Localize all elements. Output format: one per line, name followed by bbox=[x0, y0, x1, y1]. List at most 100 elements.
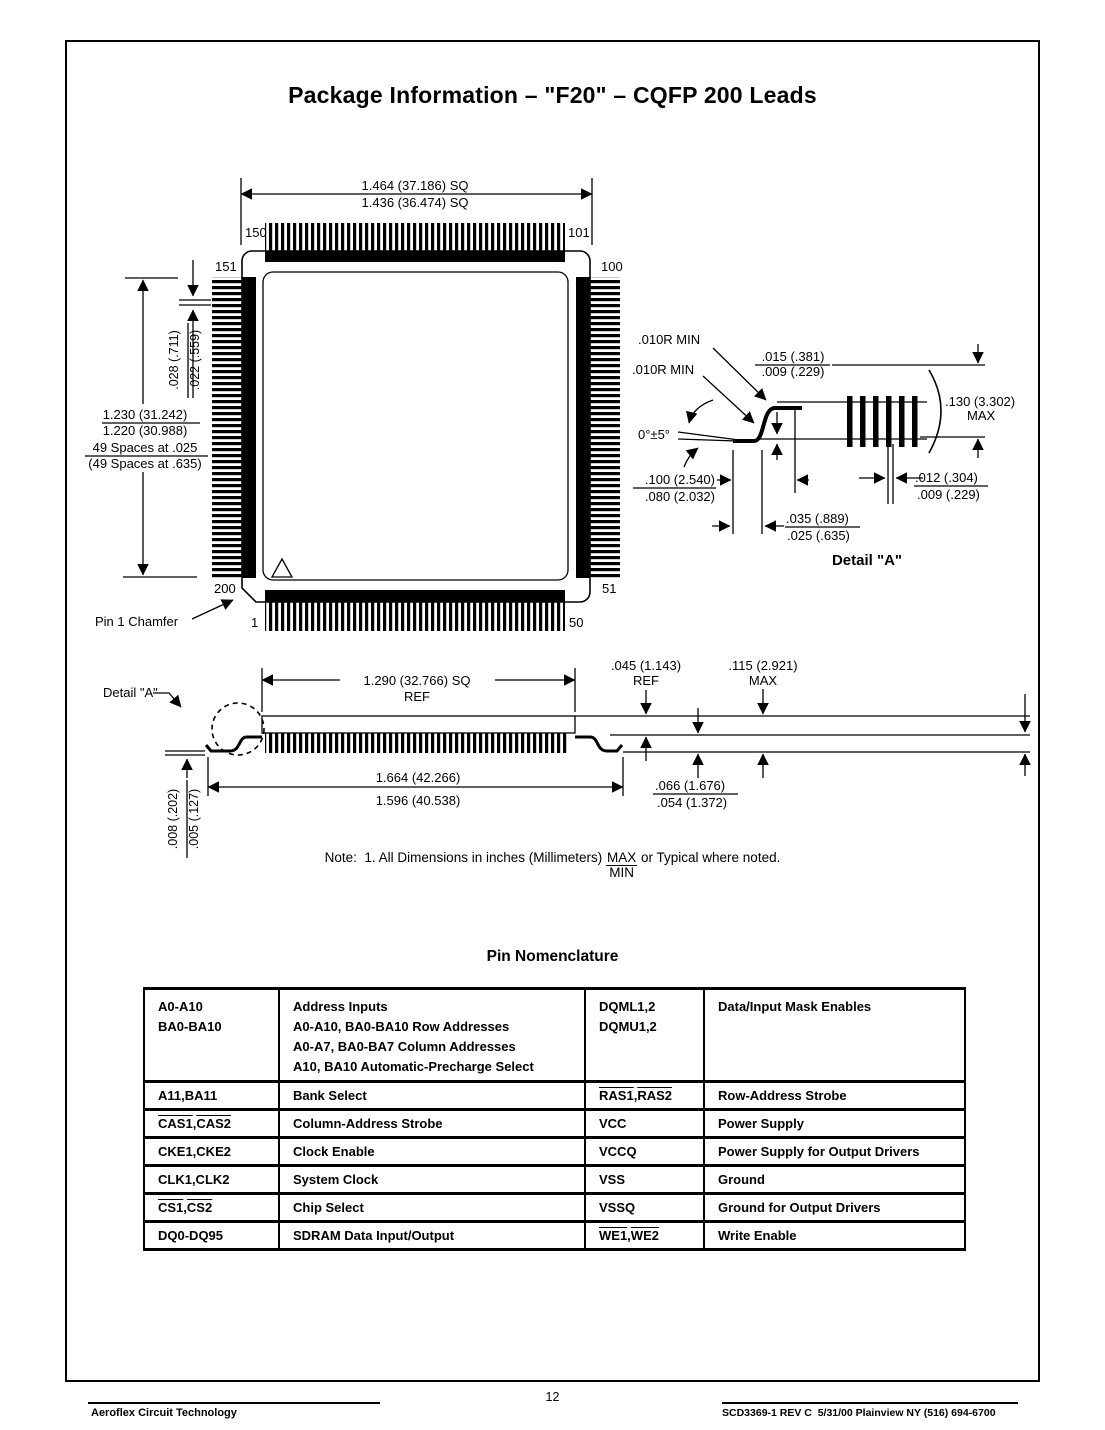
table-cell: Power Supply bbox=[703, 1108, 966, 1139]
footer-rule-right bbox=[722, 1402, 1018, 1404]
dimension-note: Note: 1. All Dimensions in inches (Milli… bbox=[0, 850, 1105, 880]
dim-left-spaces: 49 Spaces at .025 bbox=[93, 440, 198, 455]
table-cell: Ground for Output Drivers bbox=[703, 1192, 966, 1223]
detail-a-zone-circle bbox=[211, 702, 265, 756]
dim-lead-h-max: .066 (1.676) bbox=[655, 778, 725, 793]
pin-num-101: 101 bbox=[568, 225, 590, 240]
pin-table-title: Pin Nomenclature bbox=[486, 948, 619, 965]
table-cell: VCC bbox=[584, 1108, 705, 1139]
body-edge-arc bbox=[928, 369, 942, 454]
seal-hatch bbox=[847, 396, 918, 447]
dim-span-max: 1.664 (42.266) bbox=[376, 770, 461, 785]
side-view: Detail "A" 1.290 (32.766) SQ REF .045 (1… bbox=[103, 658, 1031, 858]
lead-comb-bottom bbox=[265, 602, 565, 631]
dim-foot-max: .100 (2.540) bbox=[645, 472, 715, 487]
dim-bend-min: .025 (.635) bbox=[787, 528, 850, 543]
pin-num-50: 50 bbox=[569, 615, 583, 630]
note-max: MAX bbox=[605, 850, 638, 866]
table-cell: SDRAM Data Input/Output bbox=[278, 1220, 586, 1251]
table-cell: Write Enable bbox=[703, 1220, 966, 1251]
dim-lead-w-max: .012 (.304) bbox=[915, 470, 978, 485]
pin-num-151: 151 bbox=[215, 259, 237, 274]
pin-num-1: 1 bbox=[251, 615, 258, 630]
table-cell: Data/Input Mask Enables bbox=[703, 987, 966, 1083]
pin-num-100: 100 bbox=[601, 259, 623, 274]
dim-stand-min: .005 (.127) bbox=[187, 789, 201, 849]
lead-comb-right bbox=[590, 277, 620, 578]
dim-foot-min: .080 (2.032) bbox=[645, 489, 715, 504]
dim-height-max: .130 (3.302) bbox=[945, 394, 1015, 409]
page-number: 12 bbox=[545, 1390, 560, 1404]
footer-doc-id: SCD3369-1 REV C 5/31/00 Plainview NY (51… bbox=[722, 1407, 996, 1419]
page-border bbox=[65, 40, 1040, 1382]
dim-bend-max: .035 (.889) bbox=[786, 511, 849, 526]
note-suffix: or Typical where noted. bbox=[637, 850, 781, 865]
note-prefix: Note: 1. All Dimensions in inches (Milli… bbox=[324, 850, 606, 865]
body-cap bbox=[261, 715, 576, 734]
dim-left-min: 1.220 (30.988) bbox=[103, 423, 188, 438]
lead-comb-left bbox=[212, 277, 242, 578]
table-cell: VSSQ bbox=[584, 1192, 705, 1223]
package-drawing: 1.464 (37.186) SQ 1.436 (36.474) SQ 150 … bbox=[85, 178, 1031, 858]
right-lead bbox=[575, 735, 624, 753]
table-cell: Clock Enable bbox=[278, 1136, 586, 1167]
dim-pitch-min: .022 (.559) bbox=[188, 330, 202, 390]
lead-comb-top bbox=[265, 223, 565, 251]
table-cell: Power Supply for Output Drivers bbox=[703, 1136, 966, 1167]
dim-pitch-max: .028 (.711) bbox=[167, 330, 181, 390]
table-cell: Bank Select bbox=[278, 1080, 586, 1111]
dim-stand-max: .008 (.202) bbox=[166, 789, 180, 849]
note-min: MIN bbox=[609, 865, 634, 881]
top-view: 1.464 (37.186) SQ 1.436 (36.474) SQ 150 … bbox=[85, 178, 623, 631]
table-cell: DQ0-DQ95 bbox=[143, 1220, 280, 1251]
left-lead bbox=[204, 735, 262, 753]
pin-num-150: 150 bbox=[245, 225, 267, 240]
footer-company: Aeroflex Circuit Technology bbox=[91, 1407, 237, 1419]
table-cell: CAS1,CAS2 bbox=[143, 1108, 280, 1139]
dim-lead-thick-min: .009 (.229) bbox=[762, 364, 825, 379]
table-cell: VSS bbox=[584, 1164, 705, 1195]
dim-left-max: 1.230 (31.242) bbox=[103, 407, 188, 422]
dim-pkg-height: .115 (2.921) bbox=[728, 658, 797, 673]
pin-num-200: 200 bbox=[214, 581, 236, 596]
dim-angle: 0°±5° bbox=[638, 427, 670, 442]
lid-outline bbox=[262, 271, 569, 581]
dim-standoff: .045 (1.143) bbox=[611, 658, 681, 673]
dim-body-min: 1.436 (36.474) SQ bbox=[362, 195, 469, 210]
pin1-triangle-mark bbox=[270, 557, 294, 578]
dim-lead-w-min: .009 (.229) bbox=[917, 487, 980, 502]
table-cell: CS1,CS2 bbox=[143, 1192, 280, 1223]
table-cell: Row-Address Strobe bbox=[703, 1080, 966, 1111]
table-cell: WE1,WE2 bbox=[584, 1220, 705, 1251]
table-cell: A11,BA11 bbox=[143, 1080, 280, 1111]
detail-a-caption: Detail "A" bbox=[832, 552, 902, 569]
package-outline bbox=[241, 250, 591, 603]
table-cell: VCCQ bbox=[584, 1136, 705, 1167]
table-cell: RAS1,RAS2 bbox=[584, 1080, 705, 1111]
dim-lid-sq: 1.290 (32.766) SQ bbox=[364, 673, 471, 688]
pin-num-51: 51 bbox=[602, 581, 616, 596]
dim-standoff-ref: REF bbox=[633, 673, 659, 688]
radius-callout-1: .010R MIN bbox=[638, 332, 700, 347]
table-cell: Chip Select bbox=[278, 1192, 586, 1223]
table-cell: CLK1,CLK2 bbox=[143, 1164, 280, 1195]
detail-a: .010R MIN .010R MIN .015 (.381) .009 (.2… bbox=[632, 332, 1015, 569]
footer-rule-left bbox=[88, 1402, 380, 1404]
side-lead-comb bbox=[265, 733, 568, 753]
dim-lid-sq-ref: REF bbox=[404, 689, 430, 704]
page-title: Package Information – "F20" – CQFP 200 L… bbox=[288, 82, 817, 108]
dim-lead-thick-max: .015 (.381) bbox=[762, 349, 825, 364]
